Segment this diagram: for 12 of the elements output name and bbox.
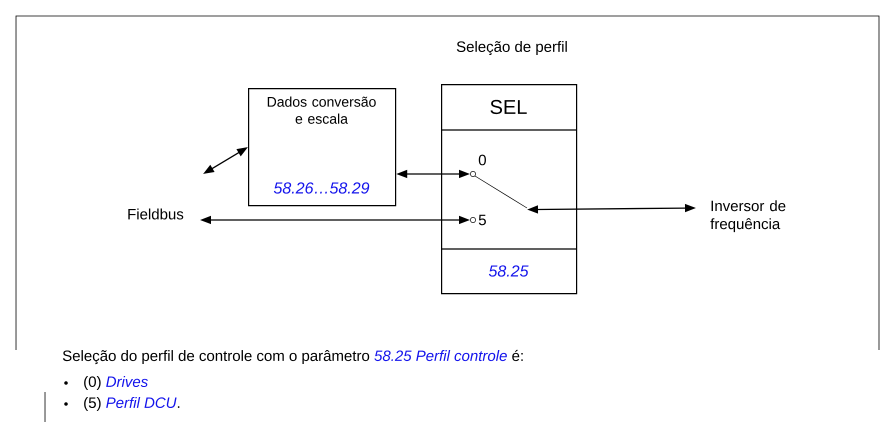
box-title: SEL xyxy=(490,100,527,114)
list-item: (0) Drives xyxy=(84,376,148,390)
box-title: Dados conversão e escala xyxy=(268,96,376,124)
list-item: (5) Perfil DCU. xyxy=(84,397,180,411)
signal-label: Fieldbus xyxy=(128,208,184,220)
terminal-label: 5 xyxy=(478,214,486,226)
parameter-number: 58.26…58.29 xyxy=(274,182,370,194)
terminal-label: 0 xyxy=(478,154,486,166)
heading: Seleção de perfil xyxy=(456,40,567,56)
parameter-number: 58.25 xyxy=(488,265,529,277)
signal-label: Inversor de frequência xyxy=(710,200,786,232)
description-text: Seleção do perfil de controle com o parâmetro 58.25 Perfil controle é: xyxy=(62,350,523,364)
